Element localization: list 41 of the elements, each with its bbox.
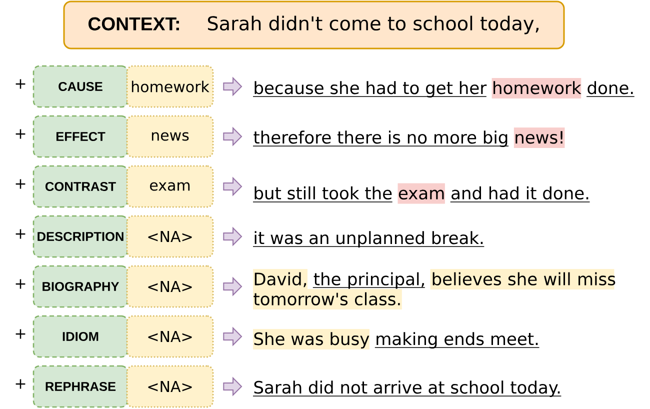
sentence: David, the principal, believes she will miss tomorrow's class. [253, 269, 616, 310]
category-box: EFFECT [32, 115, 128, 158]
block-arrow [223, 376, 242, 396]
plus-sign: + [16, 229, 26, 239]
plus-sign: + [16, 329, 26, 339]
node-label: David, the principal, believes she will miss [254, 272, 616, 289]
keyword-box: news [126, 115, 214, 158]
sentence: because she had to get her homework done. [252, 78, 635, 98]
block-arrow [223, 326, 242, 346]
block-arrow [223, 226, 242, 246]
sentence: therefore there is no more big news! [252, 128, 565, 148]
keyword-box: homework [126, 65, 214, 108]
sentence: but still took the exam and had it done. [252, 183, 590, 204]
heading: CONTEXT: [88, 17, 179, 30]
plus-sign: + [16, 379, 26, 389]
plus-sign: + [16, 79, 26, 89]
node-label: but still took the exam and had it done. [254, 186, 588, 200]
block-arrow [223, 276, 242, 296]
context-box [63, 0, 565, 50]
category-box: IDIOM [32, 315, 128, 358]
block-arrow [223, 176, 242, 196]
category-box: BIOGRAPHY [32, 265, 128, 308]
sentence: She was busy making ends meet. [253, 329, 540, 350]
plus-sign: + [16, 279, 26, 289]
node-label: tomorrow's class. [254, 292, 400, 306]
category-box: CAUSE [32, 65, 128, 108]
block-arrow [223, 76, 242, 96]
sentence: Sarah didn't come to school today, [208, 16, 538, 34]
plus-sign: + [16, 129, 26, 139]
plus-sign: + [16, 179, 26, 189]
category-box: CONTRAST [32, 165, 128, 208]
keyword-box: exam [126, 165, 214, 208]
category-box: REPHRASE [32, 365, 128, 408]
block-arrow [223, 126, 242, 146]
sentence: it was an unplanned break. [252, 231, 485, 248]
sentence: Sarah did not arrive at school today. [252, 380, 562, 398]
keyword-box: <NA> [126, 365, 214, 408]
keyword-box: <NA> [126, 215, 214, 258]
category-box: DESCRIPTION [32, 215, 128, 258]
keyword-box: <NA> [126, 265, 214, 308]
keyword-box: <NA> [126, 315, 214, 358]
